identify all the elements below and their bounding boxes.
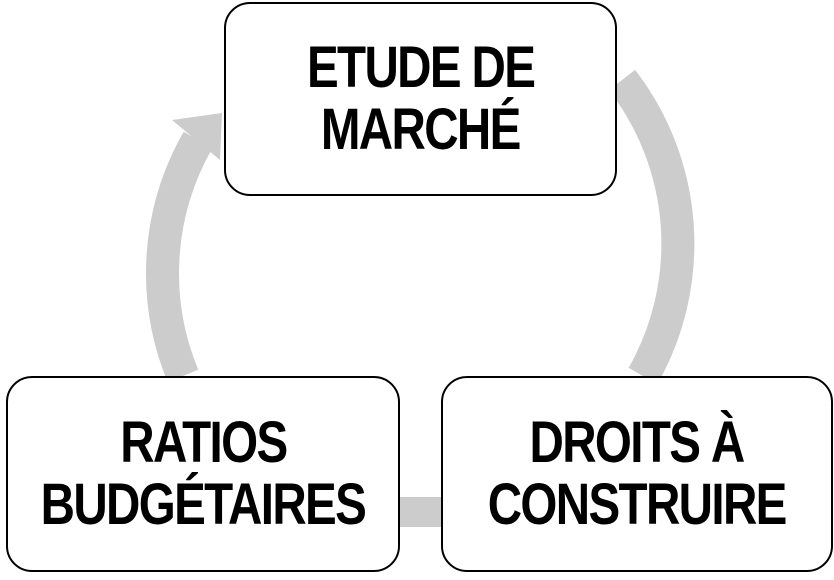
node-etude-de-marche: ETUDE DE MARCHÉ [224, 2, 617, 196]
arc-top-to-right [608, 69, 695, 385]
node-droits-line2: CONSTRUIRE [487, 472, 788, 537]
node-ratios-line1: RATIOS [119, 410, 288, 475]
arc-left-to-top [146, 131, 213, 383]
node-droits-line1: DROITS À [529, 410, 746, 475]
node-etude-line1: ETUDE DE [306, 35, 536, 100]
node-etude-line2: MARCHÉ [321, 97, 522, 162]
arrowhead-icon [172, 113, 222, 160]
node-ratios-line2: BUDGÉTAIRES [40, 472, 367, 537]
node-ratios-budgetaires: RATIOS BUDGÉTAIRES [6, 376, 400, 572]
node-droits-a-construire: DROITS À CONSTRUIRE [441, 376, 833, 572]
